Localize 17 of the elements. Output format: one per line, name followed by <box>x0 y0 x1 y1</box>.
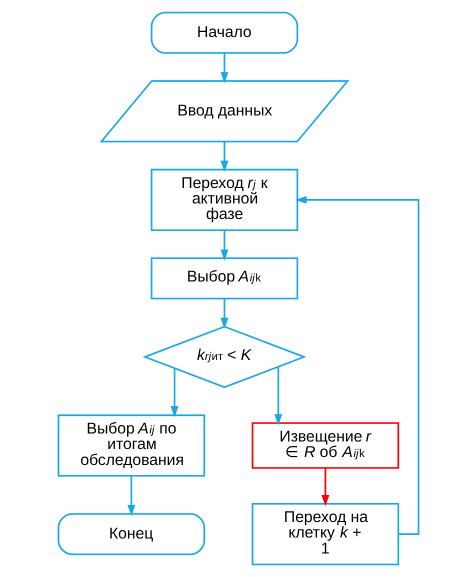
arrow <box>126 476 135 516</box>
node-box: Конец <box>57 513 205 556</box>
node-box: Начало <box>150 12 298 54</box>
arrow <box>220 53 228 84</box>
node-box: Переход rj к активной фазе <box>150 168 298 232</box>
arrow <box>321 468 329 506</box>
arrow <box>220 142 228 172</box>
node-diamond: krjит < K <box>142 326 306 388</box>
arrow <box>170 368 178 418</box>
node-box: Извещение r ∈ R об Aijk <box>251 422 399 469</box>
arrow <box>294 196 419 535</box>
arrow <box>220 298 228 329</box>
node-box: Переход на клетку k + 1 <box>251 503 399 566</box>
node-box: Выбор Aijk <box>150 257 298 300</box>
arrow <box>220 230 228 261</box>
node-box: Выбор Aij по итогам обследования <box>57 414 205 477</box>
arrow <box>274 366 282 426</box>
